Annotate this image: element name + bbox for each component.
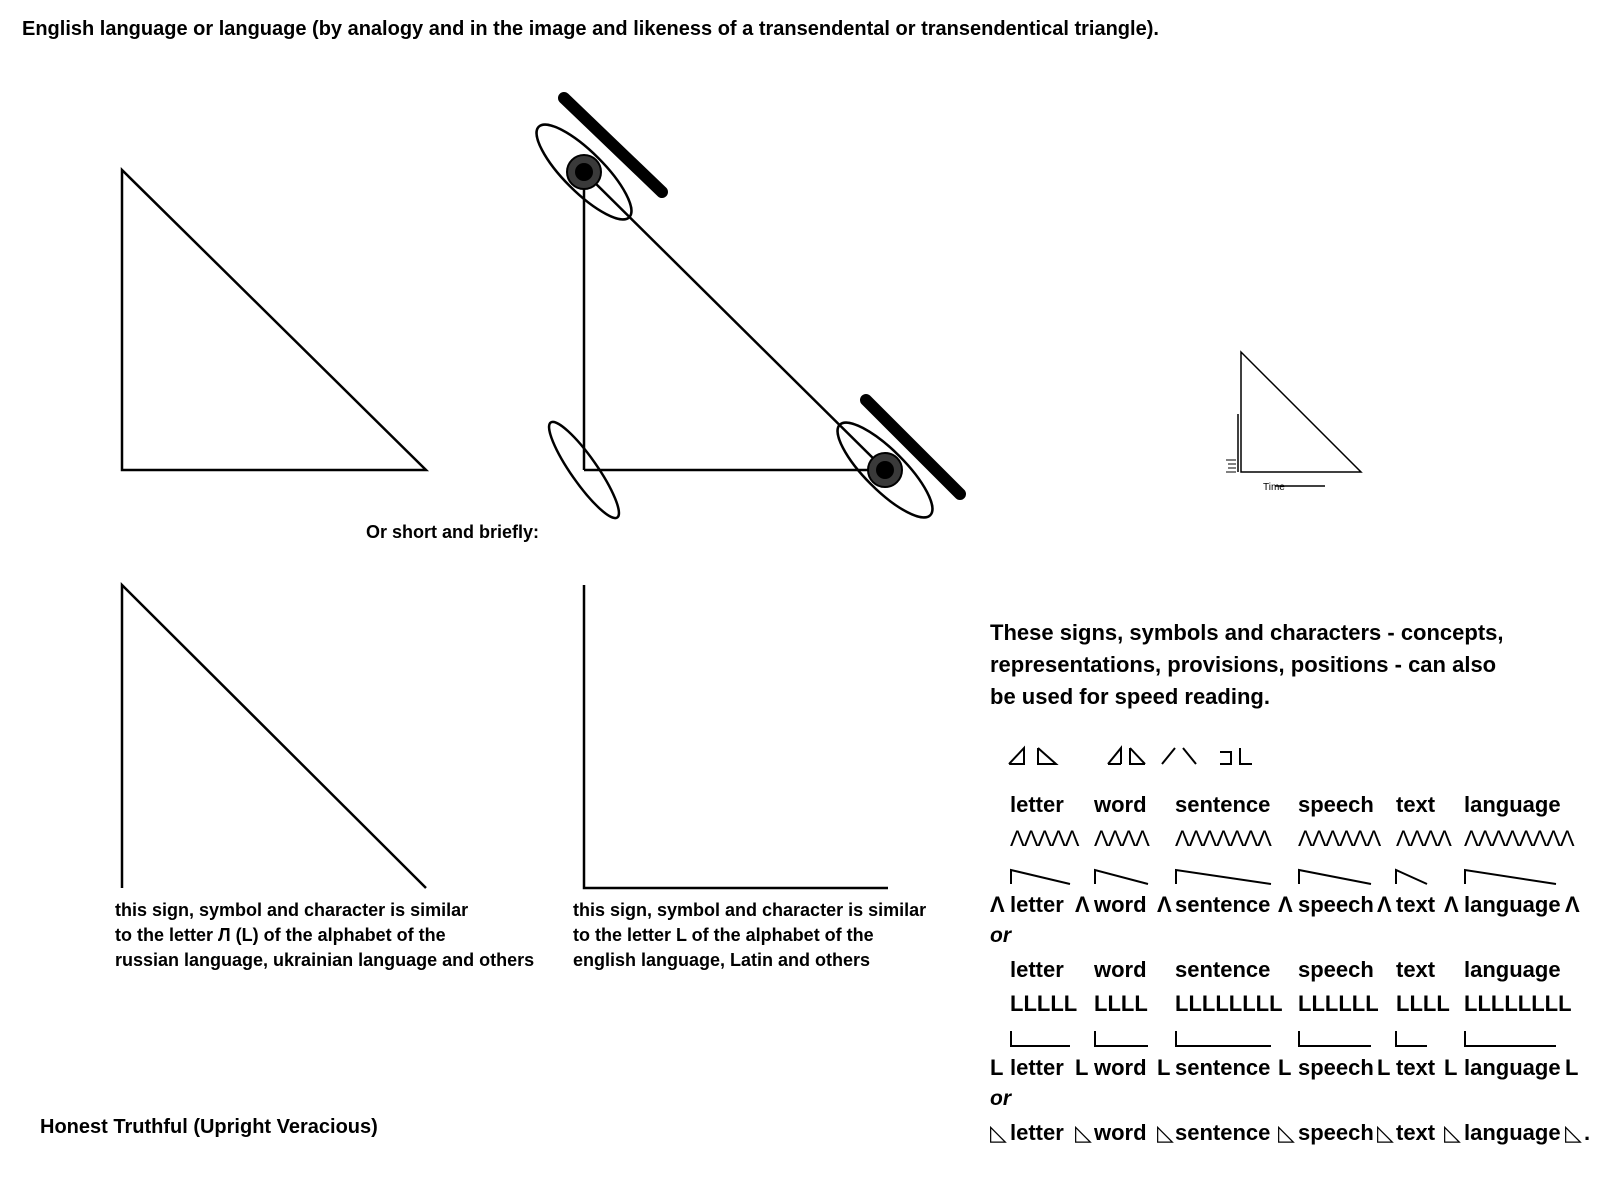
word: sentence (1175, 792, 1270, 818)
glyph-run: LLLLLLLL (1175, 991, 1283, 1017)
speed-reading-note: These signs, symbols and characters - co… (990, 617, 1550, 713)
word: sentence (1175, 1055, 1270, 1081)
l-marks-row (1011, 1031, 1556, 1046)
word: language (1464, 957, 1561, 983)
separator: Λ (1444, 892, 1459, 918)
lambda-sign (122, 585, 426, 888)
or-label: or (990, 924, 1011, 948)
separator: ◺ (1278, 1120, 1295, 1146)
caption-line: this sign, symbol and character is simil… (573, 898, 943, 923)
time-axis-label: Time (1263, 482, 1285, 493)
word: letter (1010, 792, 1064, 818)
separator: Λ (1565, 892, 1580, 918)
word: language (1464, 792, 1561, 818)
word: word (1094, 1120, 1147, 1146)
glyph-run: LLLL (1396, 991, 1450, 1017)
word: text (1396, 892, 1435, 918)
footer-text: Honest Truthful (Upright Veracious) (40, 1116, 378, 1139)
word: speech (1298, 892, 1374, 918)
note-line: representations, provisions, positions -… (990, 649, 1550, 681)
word: word (1094, 792, 1147, 818)
separator: Λ (1278, 892, 1293, 918)
separator: L (1565, 1055, 1578, 1081)
word: letter (1010, 957, 1064, 983)
separator: L (990, 1055, 1003, 1081)
word: language (1464, 892, 1561, 918)
glyph-run: ΛΛΛΛΛ (1010, 826, 1078, 852)
separator: Λ (1377, 892, 1392, 918)
caption-lambda: this sign, symbol and character is simil… (115, 898, 555, 973)
glyph-run: ΛΛΛΛ (1396, 826, 1451, 852)
slope-marks-row (1011, 870, 1556, 884)
separator: Λ (990, 892, 1005, 918)
word: speech (1298, 1120, 1374, 1146)
word: sentence (1175, 892, 1270, 918)
separator: ◺ (1075, 1120, 1092, 1146)
glyph-run: LLLLLL (1298, 991, 1379, 1017)
word: sentence (1175, 1120, 1270, 1146)
word: word (1094, 1055, 1147, 1081)
end-period: . (1584, 1120, 1590, 1146)
caption-line: to the letter L of the alphabet of the (573, 923, 943, 948)
word: text (1396, 1120, 1435, 1146)
word: speech (1298, 1055, 1374, 1081)
caption-line: this sign, symbol and character is simil… (115, 898, 555, 923)
glyph-run: ΛΛΛΛΛΛΛΛ (1464, 826, 1574, 852)
separator: Λ (1075, 892, 1090, 918)
word: letter (1010, 1120, 1064, 1146)
word: word (1094, 892, 1147, 918)
word: text (1396, 1055, 1435, 1081)
word: word (1094, 957, 1147, 983)
word: language (1464, 1120, 1561, 1146)
separator: L (1157, 1055, 1170, 1081)
caption-l: this sign, symbol and character is simil… (573, 898, 943, 973)
glyph-run: ΛΛΛΛ (1094, 826, 1149, 852)
caption-line: english language, Latin and others (573, 948, 943, 973)
word: text (1396, 792, 1435, 818)
separator: ◺ (990, 1120, 1007, 1146)
separator: L (1278, 1055, 1291, 1081)
separator: ◺ (1444, 1120, 1461, 1146)
separator: ◺ (1157, 1120, 1174, 1146)
separator: L (1075, 1055, 1088, 1081)
triangle-glyph-row (1009, 748, 1252, 764)
word: letter (1010, 892, 1064, 918)
caption-line: russian language, ukrainian language and… (115, 948, 555, 973)
note-line: be used for speed reading. (990, 681, 1550, 713)
glyph-run: LLLLL (1010, 991, 1077, 1017)
or-label: or (990, 1087, 1011, 1111)
right-triangle-large (122, 170, 426, 470)
word: letter (1010, 1055, 1064, 1081)
page-title: English language or language (by analogy… (22, 18, 1159, 41)
caption-line: to the letter Л (L) of the alphabet of t… (115, 923, 555, 948)
l-sign (584, 585, 888, 888)
small-time-chart (1226, 352, 1361, 486)
separator: ◺ (1565, 1120, 1582, 1146)
transcendental-triangle (525, 98, 960, 529)
glyph-run: LLLLLLLL (1464, 991, 1572, 1017)
glyph-run: ΛΛΛΛΛΛΛ (1175, 826, 1271, 852)
word: text (1396, 957, 1435, 983)
separator: L (1444, 1055, 1457, 1081)
word: language (1464, 1055, 1561, 1081)
or-short-label: Or short and briefly: (366, 522, 539, 543)
glyph-run: LLLL (1094, 991, 1148, 1017)
note-line: These signs, symbols and characters - co… (990, 617, 1550, 649)
separator: L (1377, 1055, 1390, 1081)
word: sentence (1175, 957, 1270, 983)
separator: Λ (1157, 892, 1172, 918)
word: speech (1298, 792, 1374, 818)
separator: ◺ (1377, 1120, 1394, 1146)
word: speech (1298, 957, 1374, 983)
glyph-run: ΛΛΛΛΛΛ (1298, 826, 1380, 852)
